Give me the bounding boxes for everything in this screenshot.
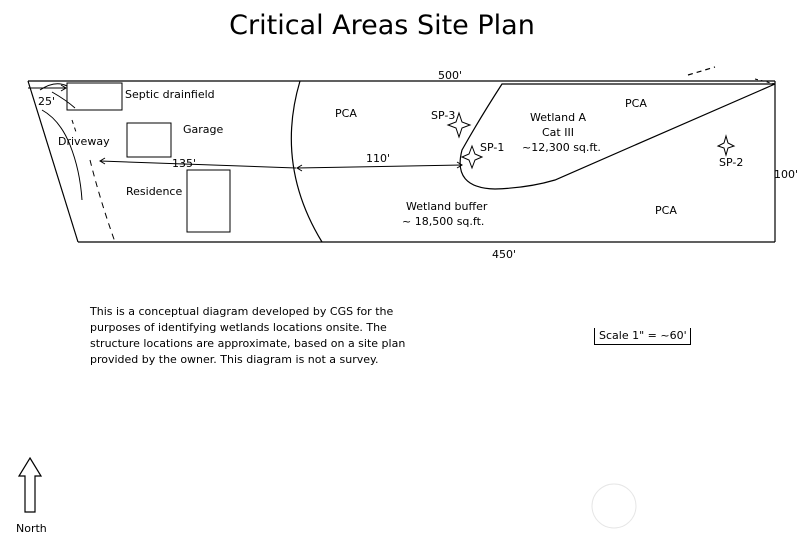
septic-label: Septic drainfield: [125, 88, 215, 101]
pca-top-right-label: PCA: [625, 97, 647, 110]
dim-bottom-label: 450': [492, 248, 516, 261]
buffer-area-label: ~ 18,500 sq.ft.: [402, 215, 484, 228]
buffer-name-label: Wetland buffer: [406, 200, 488, 213]
north-arrow-icon: [17, 456, 43, 513]
dimension-110: [296, 161, 463, 172]
driveway: [39, 83, 116, 243]
north-label: North: [16, 522, 47, 535]
dim-top-label: 500': [438, 69, 462, 82]
dim-right-label: 100': [774, 168, 798, 181]
dim-left-top-label: 25': [38, 95, 55, 108]
sp2-marker-icon: [716, 134, 736, 157]
wetland-a-boundary: [459, 83, 776, 190]
wetland-name-label: Wetland A: [530, 111, 587, 124]
property-boundary: [27, 66, 776, 243]
scale-label: Scale 1" = ~60': [594, 328, 691, 345]
dimension-135: [99, 157, 297, 169]
garage-label: Garage: [183, 123, 224, 136]
septic-drainfield: [66, 82, 123, 111]
dim-110-label: 110': [366, 152, 390, 165]
pca-left-label: PCA: [335, 107, 357, 120]
sp1-marker-icon: [460, 144, 484, 170]
wetland-area-label: ~12,300 sq.ft.: [522, 141, 601, 154]
garage: [126, 122, 172, 158]
sp2-label: SP-2: [719, 156, 743, 169]
dimension-25: [28, 84, 67, 92]
sp1-label: SP-1: [480, 141, 504, 154]
faint-circle-mark: [591, 483, 637, 529]
boundary-extension-dashed: [687, 66, 716, 76]
residence-label: Residence: [126, 185, 182, 198]
page-title: Critical Areas Site Plan: [229, 10, 535, 41]
buffer-boundary: [290, 80, 323, 243]
sp3-marker-icon: [446, 111, 472, 139]
disclaimer-note: This is a conceptual diagram developed b…: [90, 305, 406, 366]
driveway-label: Driveway: [58, 135, 110, 148]
wetland-category-label: Cat III: [542, 126, 574, 139]
residence: [186, 169, 231, 233]
sp3-label: SP-3: [431, 109, 455, 122]
pca-bottom-right-label: PCA: [655, 204, 677, 217]
dim-135-label: 135': [172, 157, 196, 170]
boundary-left-line: [27, 80, 79, 243]
